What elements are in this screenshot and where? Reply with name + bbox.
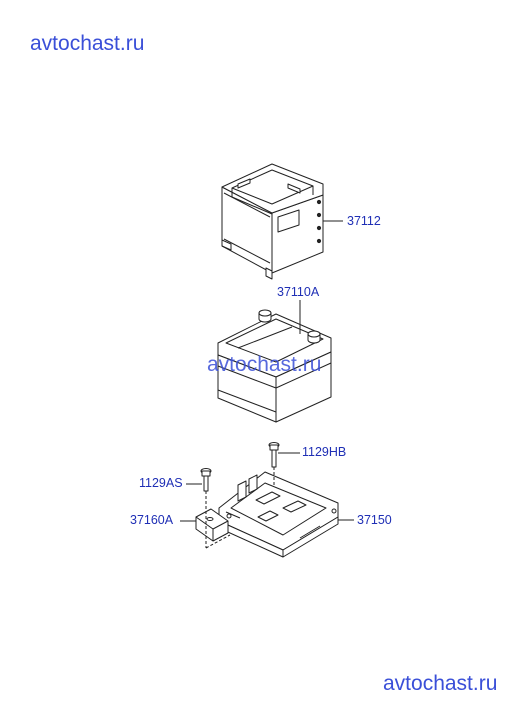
bolt-1129hb (268, 442, 280, 468)
part-label-37110a[interactable]: 37110A (277, 285, 320, 299)
battery-terminal-negative (307, 330, 321, 344)
part-label-37112[interactable]: 37112 (347, 214, 381, 228)
part-label-37160a[interactable]: 37160A (130, 513, 174, 527)
watermark-top: avtochast.ru (30, 32, 145, 55)
assembly-line-clamp-to-tray (205, 534, 231, 549)
bolt-1129as (200, 468, 212, 492)
watermark-middle: avtochast.ru (207, 353, 322, 376)
part-label-37150[interactable]: 37150 (357, 513, 392, 527)
battery (217, 309, 332, 423)
part-label-1129hb[interactable]: 1129HB (302, 445, 347, 459)
battery-tray (218, 471, 339, 558)
battery-insulator-box (221, 163, 324, 280)
battery-terminal-positive (258, 309, 272, 323)
watermark-bottom: avtochast.ru (383, 672, 498, 695)
clamp-bracket (195, 508, 229, 542)
part-label-1129as[interactable]: 1129AS (139, 476, 183, 490)
